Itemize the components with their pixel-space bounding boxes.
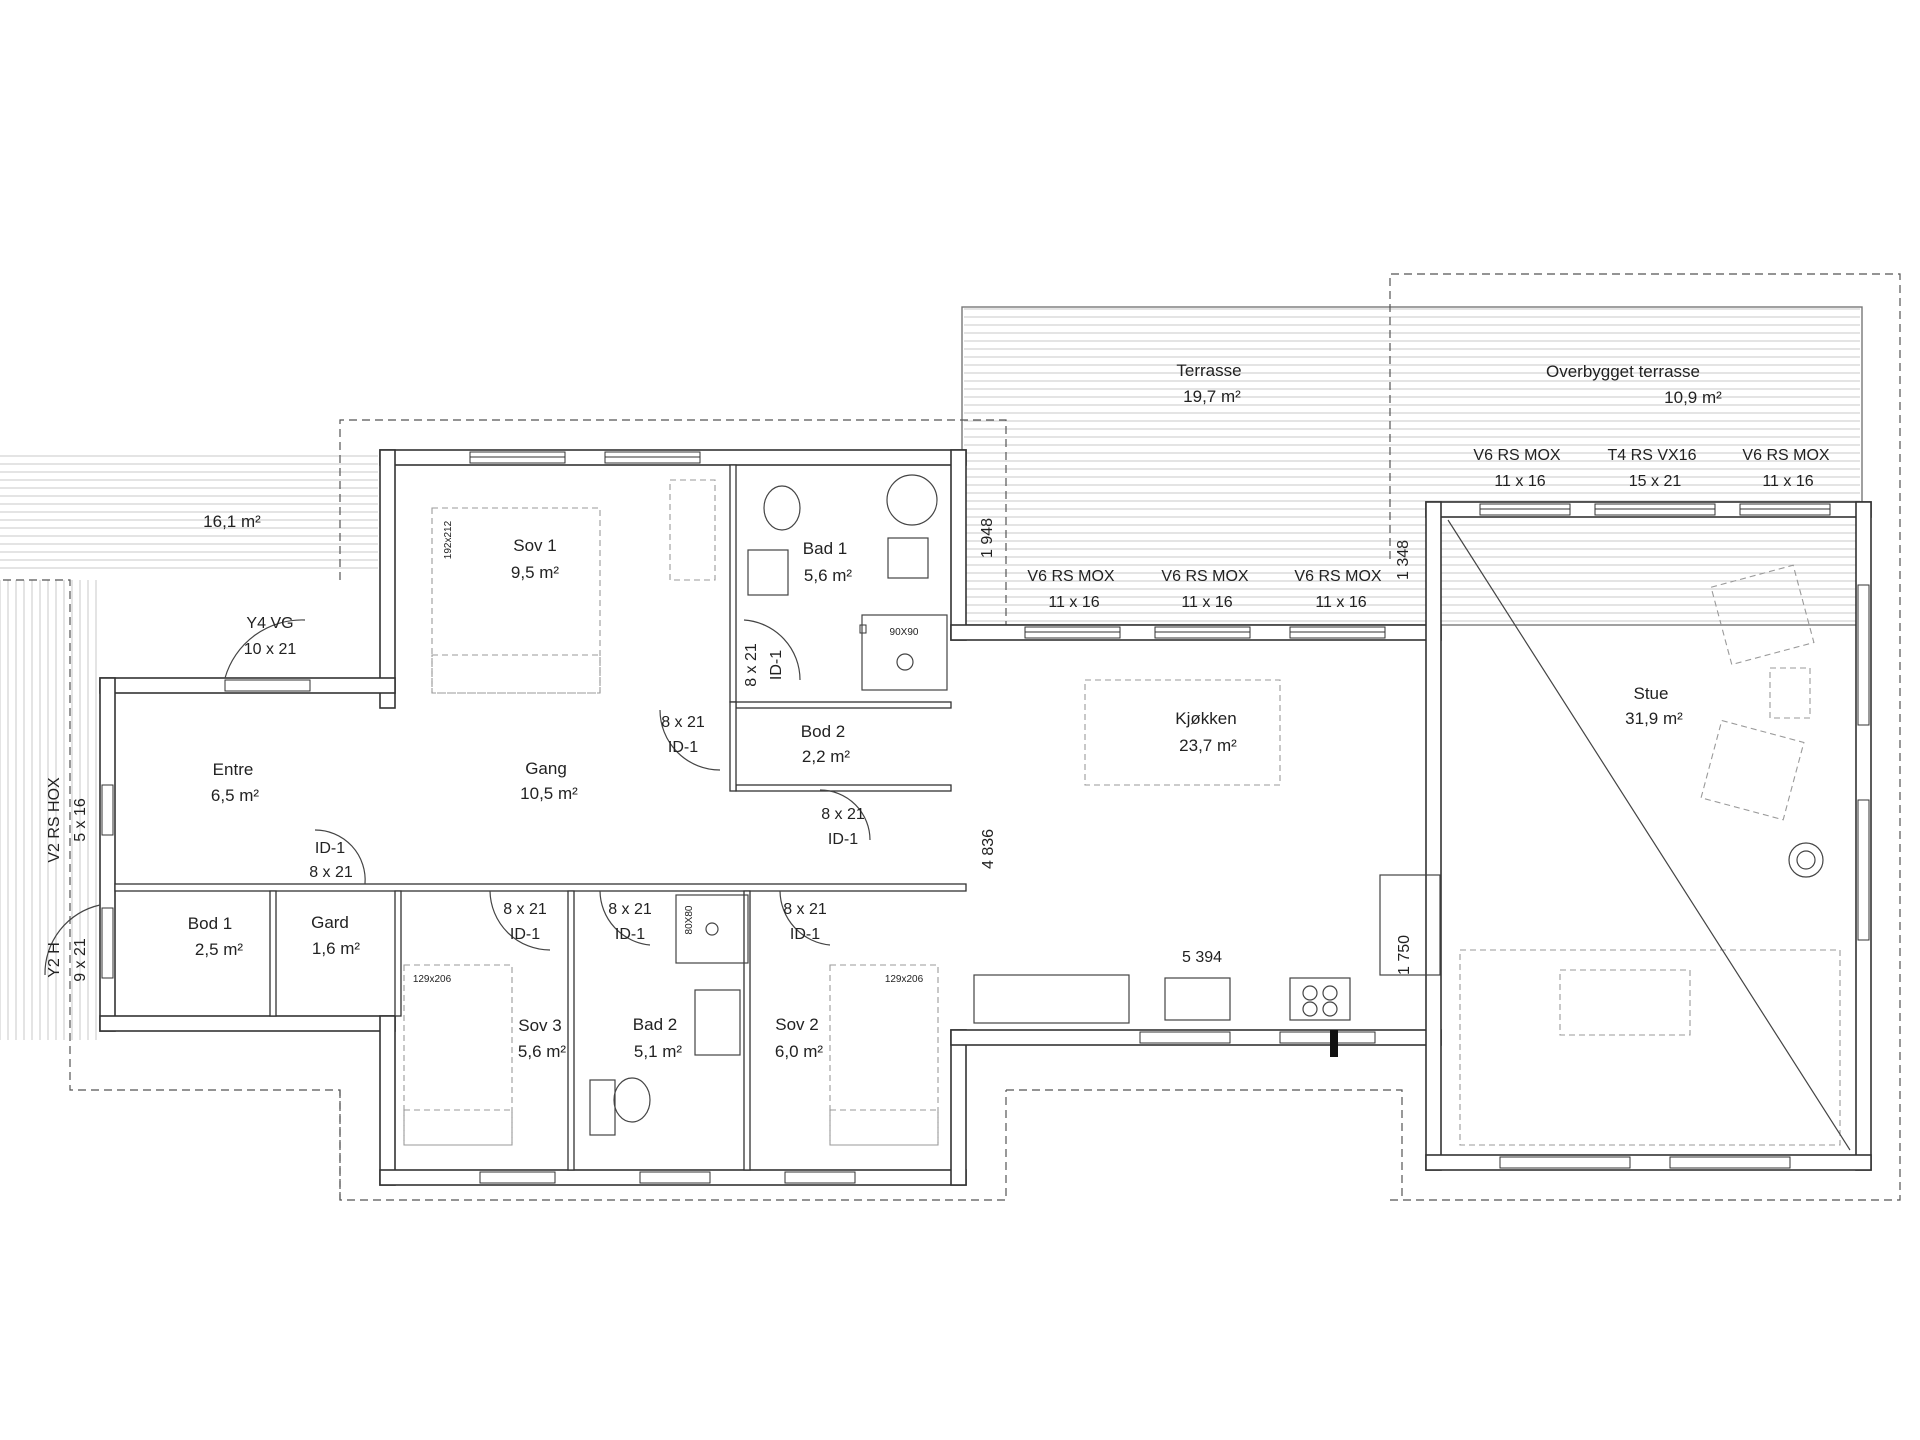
room-name: Entre <box>213 760 254 779</box>
windows <box>101 451 1870 1184</box>
room-area: 2,2 m² <box>802 747 851 766</box>
room-area: 31,9 m² <box>1625 709 1683 728</box>
door-size: 8 x 21 <box>608 901 652 918</box>
bed-size-label: 192x212 <box>443 520 454 559</box>
door-size: 8 x 21 <box>309 864 353 881</box>
opening-type: V6 RS MOX <box>1027 568 1114 585</box>
opening-size: 11 x 16 <box>1762 473 1813 490</box>
room-area: 5,6 m² <box>518 1042 567 1061</box>
terrace-hatching <box>964 308 1860 622</box>
furniture <box>403 474 1851 1151</box>
opening-type: T4 RS VX16 <box>1608 447 1697 464</box>
doors <box>44 619 871 976</box>
opening-type: V6 RS MOX <box>1294 568 1381 585</box>
door-type: ID-1 <box>768 650 785 680</box>
door-type: ID-1 <box>615 926 645 943</box>
room-area: 9,5 m² <box>511 563 560 582</box>
opening-size: 10 x 21 <box>244 641 297 658</box>
room-name: Sov 3 <box>518 1016 561 1035</box>
room-name: Bod 1 <box>188 914 232 933</box>
door-type: ID-1 <box>668 739 698 756</box>
opening-size: 11 x 16 <box>1494 473 1545 490</box>
room-area: 6,0 m² <box>775 1042 824 1061</box>
door-size: 8 x 21 <box>661 714 705 731</box>
opening-type: V6 RS MOX <box>1473 447 1560 464</box>
room-name: Terrasse <box>1176 361 1241 380</box>
room-area: 19,7 m² <box>1183 387 1241 406</box>
door-type: ID-1 <box>510 926 540 943</box>
room-area: 2,5 m² <box>195 940 244 959</box>
door-size: 8 x 21 <box>503 901 547 918</box>
shower-size-label: 90X90 <box>890 627 919 638</box>
opening-size: 11 x 16 <box>1048 594 1099 611</box>
dimension-label: 4 836 <box>980 829 997 869</box>
room-name: Bad 2 <box>633 1015 677 1034</box>
door-type: ID-1 <box>828 831 858 848</box>
opening-type: Y4 VG <box>246 615 293 632</box>
opening-labels: Y4 VG 10 x 21 V2 RS HOX 5 x 16 Y2 H 9 x … <box>46 447 1830 982</box>
room-area: 5,6 m² <box>804 566 853 585</box>
room-name: Stue <box>1634 684 1669 703</box>
opening-size: 11 x 16 <box>1315 594 1366 611</box>
roof-outline <box>0 273 1901 1201</box>
room-name: Sov 2 <box>775 1015 818 1034</box>
room-name: Gang <box>525 759 567 778</box>
shower-size-label: 80X80 <box>684 905 695 934</box>
room-area: 16,1 m² <box>203 512 261 531</box>
bed-size-label: 129x206 <box>413 974 452 985</box>
room-area: 10,5 m² <box>520 784 578 803</box>
door-type: ID-1 <box>790 926 820 943</box>
door-type: ID-1 <box>315 840 345 857</box>
dimension-label: 1 348 <box>1395 540 1412 580</box>
opening-type: V6 RS MOX <box>1161 568 1248 585</box>
room-name: Gard <box>311 913 349 932</box>
room-name: Kjøkken <box>1175 709 1236 728</box>
opening-size: 5 x 16 <box>72 798 89 842</box>
room-labels: Sov 1 9,5 m² Bad 1 5,6 m² Bod 2 2,2 m² E… <box>188 361 1722 1061</box>
dimension-label: 1 948 <box>979 518 996 558</box>
interior-walls <box>114 464 967 1171</box>
opening-type: Y2 H <box>46 942 63 978</box>
opening-size: 15 x 21 <box>1629 473 1682 490</box>
room-name: Bad 1 <box>803 539 847 558</box>
room-name: Overbygget terrasse <box>1546 362 1700 381</box>
bed-size-label: 129x206 <box>885 974 924 985</box>
room-name: Sov 1 <box>513 536 556 555</box>
door-size: 8 x 21 <box>783 901 827 918</box>
room-area: 6,5 m² <box>211 786 260 805</box>
fixture-labels: 192x212 129x206 129x206 90X90 80X80 <box>413 520 924 985</box>
room-area: 10,9 m² <box>1664 388 1722 407</box>
dimension-labels: 1 948 1 348 4 836 1 750 5 394 <box>979 518 1413 975</box>
dimension-label: 1 750 <box>1396 935 1413 975</box>
door-size: 8 x 21 <box>821 806 865 823</box>
opening-size: 9 x 21 <box>72 938 89 982</box>
room-area: 5,1 m² <box>634 1042 683 1061</box>
west-deck-hatching <box>0 455 378 1040</box>
room-area: 23,7 m² <box>1179 736 1237 755</box>
dimension-label: 5 394 <box>1182 949 1222 966</box>
room-name: Bod 2 <box>801 722 845 741</box>
room-area: 1,6 m² <box>312 939 361 958</box>
opening-type: V2 RS HOX <box>46 777 63 863</box>
opening-size: 11 x 16 <box>1181 594 1232 611</box>
door-size: 8 x 21 <box>743 643 760 687</box>
opening-type: V6 RS MOX <box>1742 447 1829 464</box>
